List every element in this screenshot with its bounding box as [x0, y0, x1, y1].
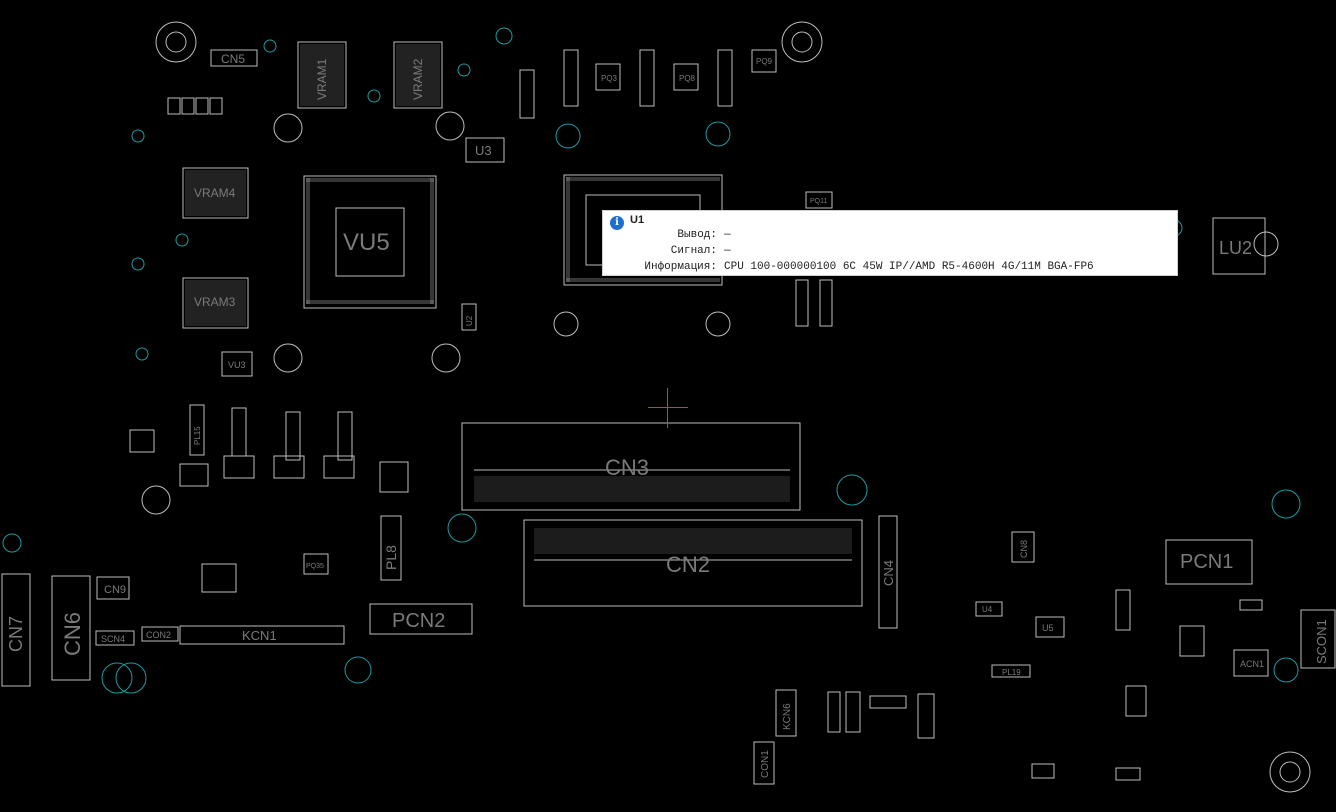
tooltip-key: Вывод:	[677, 229, 717, 241]
component-info-tooltip: i U1 Вывод: — Сигнал: — Информация: CPU 100…	[602, 210, 1178, 276]
component-U4[interactable]	[975, 601, 1003, 617]
component-VRAM1[interactable]	[297, 41, 347, 109]
tooltip-row-signal: Сигнал: —	[603, 244, 731, 259]
component-CN6[interactable]	[51, 575, 91, 681]
label-CN6: CN6	[60, 612, 85, 656]
tooltip-title: U1	[630, 214, 645, 226]
tooltip-key: Информация:	[644, 261, 717, 273]
tooltip-value: —	[724, 229, 731, 241]
label-CN9: CN9	[104, 584, 126, 596]
label-VRAM3: VRAM3	[194, 295, 236, 309]
label-VRAM1: VRAM1	[315, 58, 329, 100]
label-U5: U5	[1042, 623, 1054, 633]
label-CN4: CN4	[881, 560, 896, 586]
component-CN3[interactable]	[461, 422, 801, 511]
tooltip-value: —	[724, 245, 731, 257]
label-VRAM2: VRAM2	[411, 58, 425, 100]
label-KCN6: KCN6	[782, 703, 793, 730]
label-PL8: PL8	[383, 545, 399, 570]
component-CN2[interactable]	[523, 519, 863, 607]
label-CN5: CN5	[221, 52, 245, 66]
component-U3[interactable]	[465, 137, 505, 163]
label-CN8: CN8	[1019, 540, 1029, 558]
label-CN7: CN7	[6, 616, 26, 652]
label-VRAM4: VRAM4	[194, 186, 236, 200]
component-PQ3[interactable]	[595, 63, 621, 91]
component-PCN2[interactable]	[369, 603, 473, 635]
label-CN2: CN2	[666, 552, 710, 577]
component-U2[interactable]	[461, 303, 477, 331]
label-U4: U4	[982, 605, 993, 614]
component-VRAM3[interactable]	[182, 277, 249, 329]
tooltip-value: CPU 100-000000100 6C 45W IP//AMD R5-4600…	[724, 261, 1094, 273]
label-U3: U3	[475, 143, 492, 158]
label-CON2: CON2	[146, 630, 171, 640]
label-PCN2: PCN2	[392, 610, 445, 632]
component-CN8[interactable]	[1011, 531, 1035, 563]
component-PQ9[interactable]	[751, 49, 777, 73]
label-SCN4: SCN4	[101, 634, 125, 644]
component-KCN1[interactable]	[179, 625, 345, 645]
component-CON1[interactable]	[753, 741, 775, 785]
component-U5[interactable]	[1035, 616, 1065, 638]
tooltip-key: Сигнал:	[670, 245, 717, 257]
component-VU3[interactable]	[221, 351, 253, 377]
label-SCON1: SCON1	[1314, 619, 1329, 664]
component-PQ11[interactable]	[805, 191, 833, 209]
label-LU2: LU2	[1219, 238, 1252, 258]
component-CN4[interactable]	[878, 515, 898, 629]
component-PL15[interactable]	[189, 404, 205, 456]
component-PL8[interactable]	[380, 515, 402, 581]
label-CON1: CON1	[760, 750, 771, 778]
component-KCN6[interactable]	[775, 689, 797, 737]
component-SCON1[interactable]	[1300, 609, 1336, 669]
label-PQ3: PQ3	[601, 74, 618, 83]
label-PQ9: PQ9	[756, 57, 773, 66]
tooltip-row-info: Информация: CPU 100-000000100 6C 45W IP//…	[603, 260, 1094, 275]
component-CN7[interactable]	[1, 573, 31, 687]
label-PL19: PL19	[1002, 668, 1021, 677]
label-PQ35: PQ35	[306, 563, 324, 570]
component-LU2[interactable]	[1212, 217, 1266, 275]
component-VRAM2[interactable]	[393, 41, 443, 109]
component-VRAM4[interactable]	[182, 167, 249, 219]
label-PQ11: PQ11	[810, 198, 827, 205]
label-PQ8: PQ8	[679, 74, 696, 83]
component-CN9[interactable]	[96, 576, 130, 600]
component-VU5[interactable]	[303, 175, 437, 309]
label-KCN1: KCN1	[242, 628, 277, 643]
info-icon: i	[610, 216, 624, 230]
label-PL15: PL15	[193, 426, 202, 445]
component-ACN1[interactable]	[1233, 649, 1269, 677]
component-PQ35[interactable]	[303, 553, 329, 575]
component-PL19[interactable]	[991, 664, 1031, 678]
label-VU3: VU3	[228, 360, 246, 370]
crosshair-cursor	[648, 388, 688, 428]
component-CN5[interactable]	[210, 49, 258, 67]
label-VU5: VU5	[343, 229, 390, 256]
component-PCN1[interactable]	[1165, 539, 1253, 585]
component-SCN4[interactable]	[95, 630, 135, 646]
component-PQ8[interactable]	[673, 63, 699, 91]
label-CN3: CN3	[605, 455, 649, 480]
label-U2: U2	[465, 315, 474, 326]
label-PCN1: PCN1	[1180, 551, 1233, 573]
component-CON2[interactable]	[141, 626, 179, 642]
label-ACN1: ACN1	[1240, 659, 1264, 669]
tooltip-row-pin: Вывод: —	[603, 228, 731, 243]
